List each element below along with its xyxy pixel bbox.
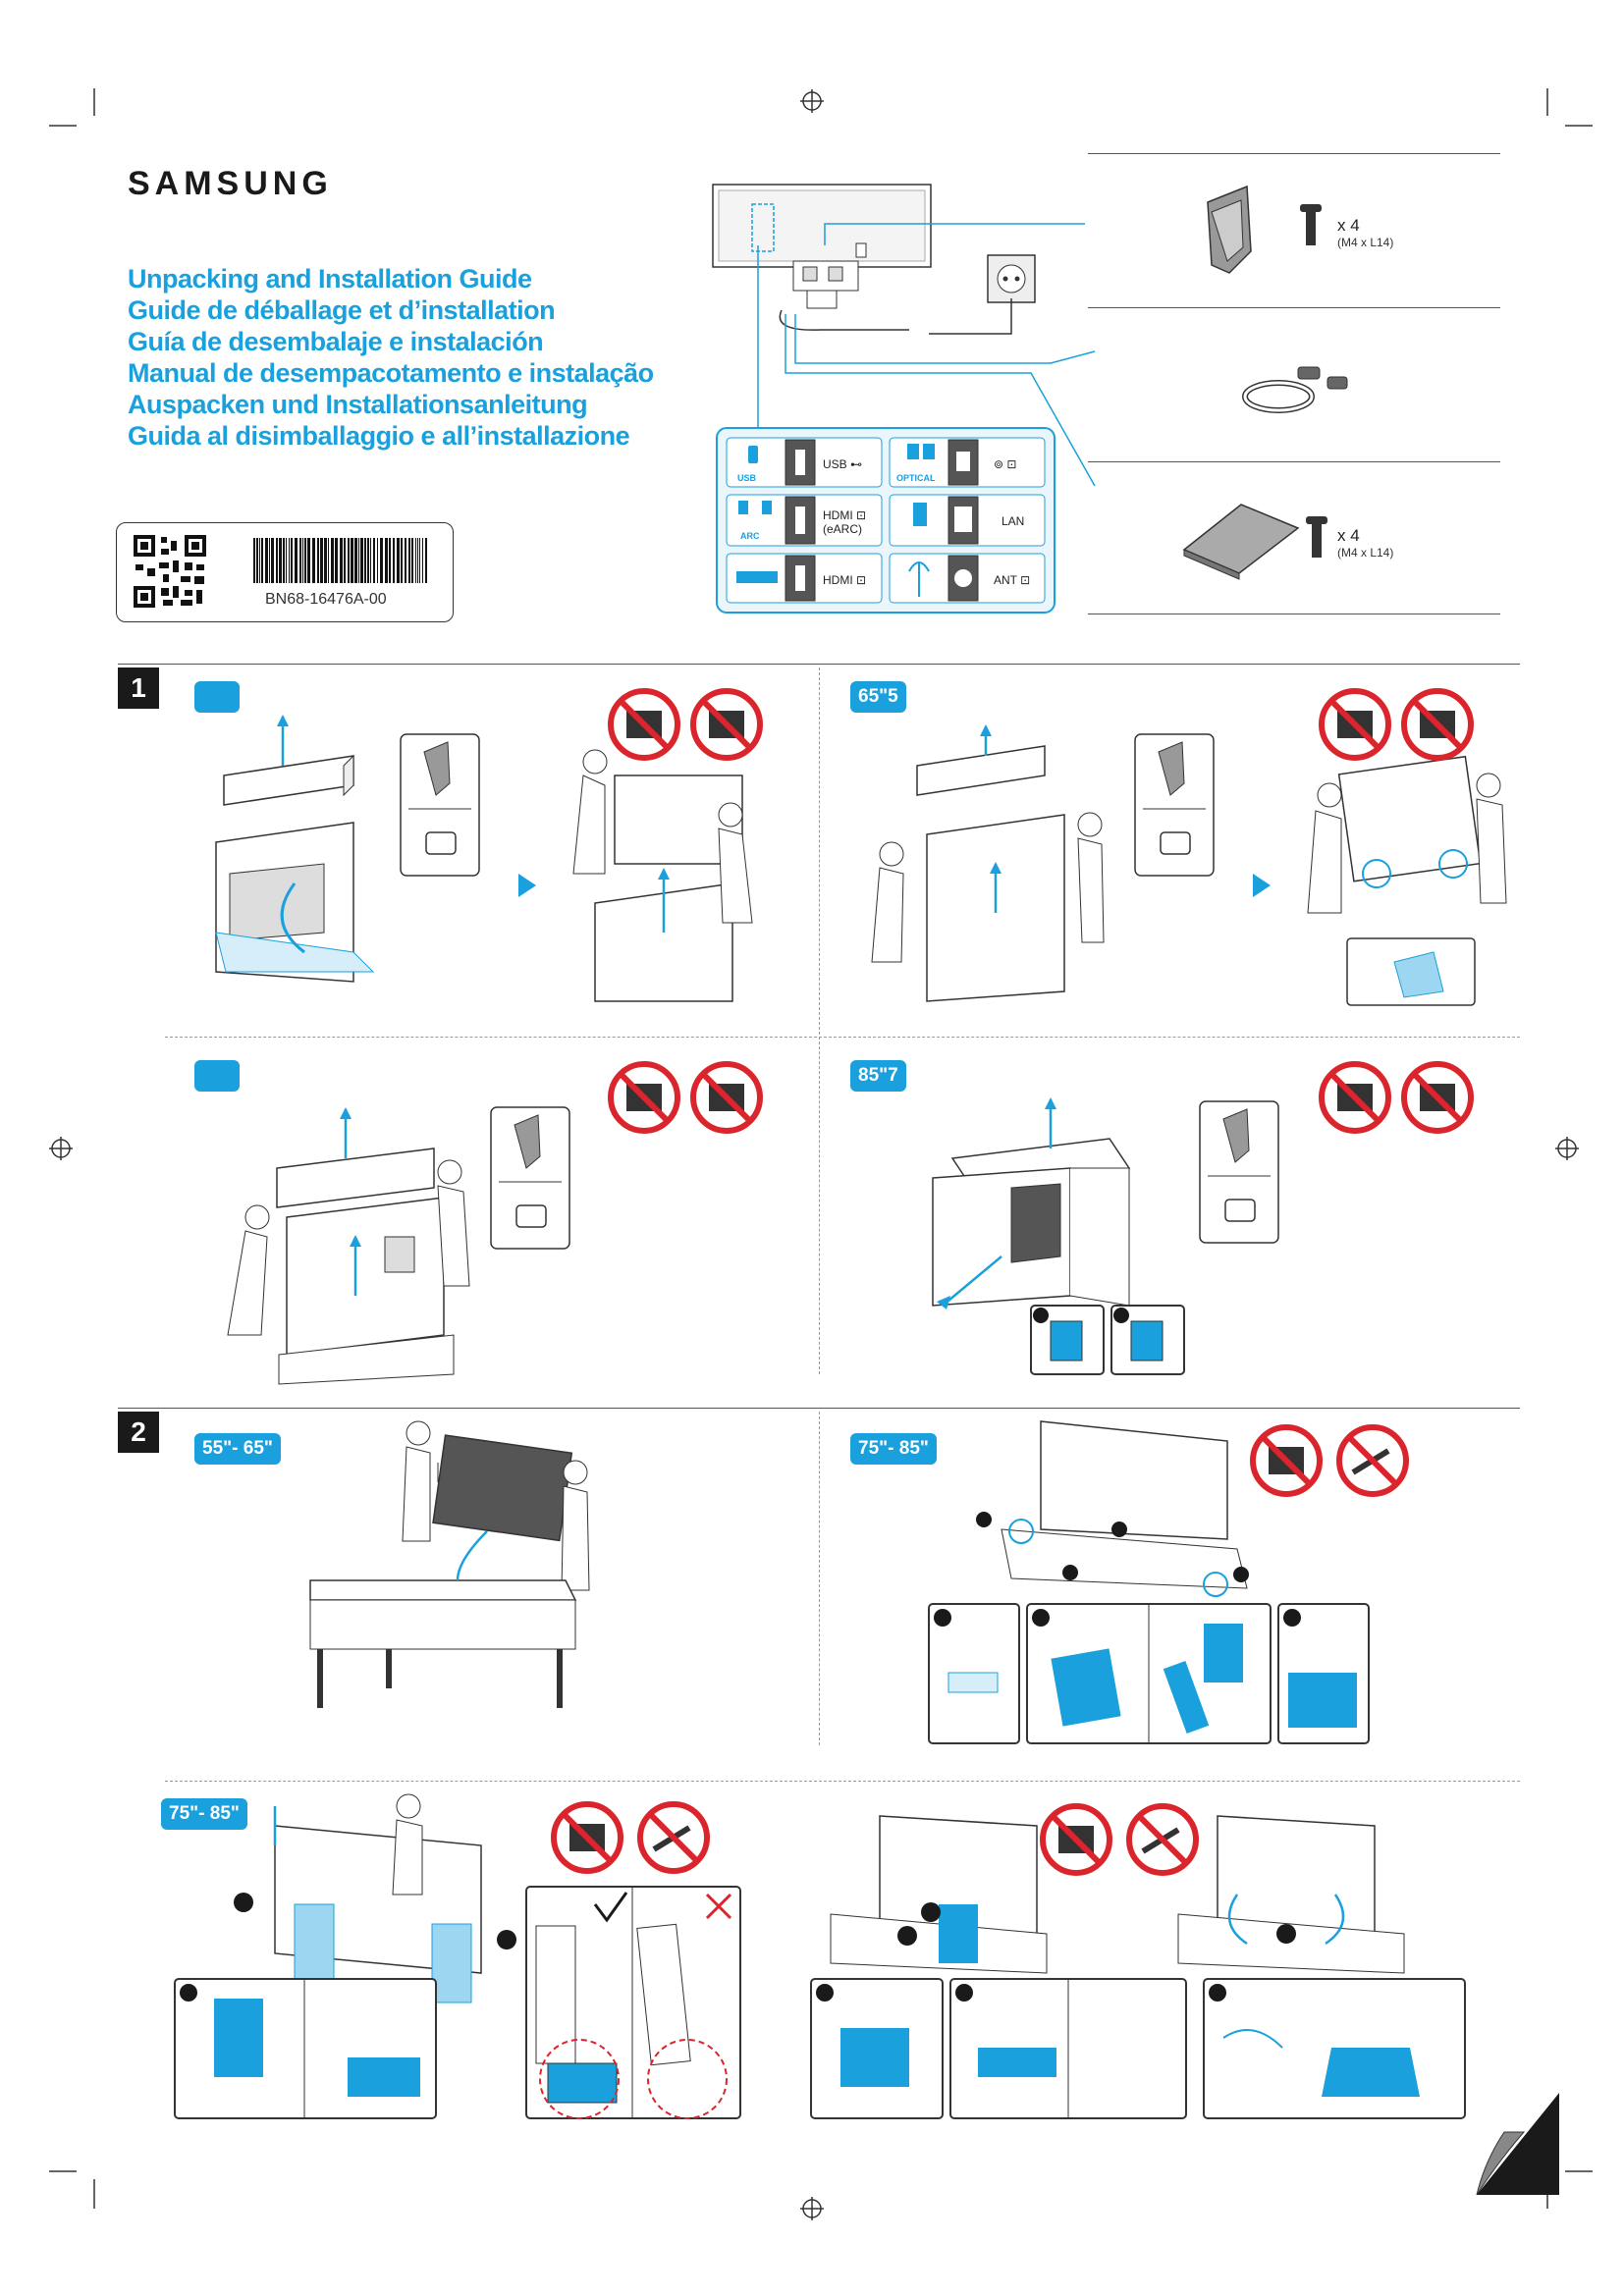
step2-detail-panels-b xyxy=(174,1978,437,2119)
step1-badge-d: 85"7 xyxy=(850,1060,906,1092)
step2-badge-75-85-b: 75"- 85" xyxy=(161,1798,247,1830)
step1-arrow-b xyxy=(1253,874,1271,897)
guide-titles: Unpacking and Installation Guide Guide d… xyxy=(128,263,654,452)
port-optical-label: ⊚ ⊡ xyxy=(994,457,1017,471)
port-panel xyxy=(716,427,1056,614)
step2-mid-dashed xyxy=(165,1781,1520,1782)
title-es: Guía de desembalaje e instalación xyxy=(128,327,544,356)
step2-correct-incorrect-panel xyxy=(525,1886,741,2119)
power-cable-icon xyxy=(1242,366,1348,413)
accessory-divider-1 xyxy=(1088,307,1500,308)
accessory-divider-2 xyxy=(1088,461,1500,462)
port-hdmi-label: HDMI ⊡ xyxy=(823,573,867,587)
no-lay-flat-warning-icon-f xyxy=(551,1801,710,1874)
step2-detail-panels-a xyxy=(928,1603,1370,1744)
step1-badge-a xyxy=(194,681,240,713)
step1-badge-c xyxy=(194,1060,240,1092)
stand-base-spec: (M4 x L14) xyxy=(1337,546,1394,560)
qr-code-icon xyxy=(134,535,206,608)
stand-leg-qty: x 4 xyxy=(1337,216,1360,235)
step2-detail-panels-c xyxy=(810,1978,1466,2119)
page-turn-icon xyxy=(1476,2093,1559,2196)
step1-clip-detail-panels xyxy=(1030,1305,1185,1375)
barcode-icon xyxy=(253,538,427,583)
title-de: Auspacken und Installationsanleitung xyxy=(128,390,588,419)
accessory-divider-top xyxy=(1088,153,1500,154)
code-box xyxy=(116,522,454,622)
step1-number: 1 xyxy=(118,667,159,709)
no-lay-flat-warning-icon-c xyxy=(608,1061,763,1134)
step2-badge-75-85-a: 75"- 85" xyxy=(850,1433,937,1465)
port-lan-label: LAN xyxy=(1001,514,1025,528)
step2-badge-55-65: 55"- 65" xyxy=(194,1433,281,1465)
port-usb-label: USB ⊷ xyxy=(823,457,863,471)
check-icon xyxy=(593,1892,628,1923)
stand-base-qty: x 4 xyxy=(1337,526,1360,545)
step1-box-85-illustration xyxy=(932,1097,1131,1309)
step1-top-rule xyxy=(118,664,1520,665)
no-lay-flat-warning-icon-d xyxy=(1319,1061,1474,1134)
step2-stand-removal-illustration xyxy=(830,1815,1048,1974)
part-number: BN68-16476A-00 xyxy=(265,591,387,608)
step1-box-65-illustration xyxy=(871,724,1105,1002)
step2-vertical-divider xyxy=(819,1412,820,1745)
step1-lifting-tv-illustration xyxy=(572,749,753,1002)
step1-mid-dashed xyxy=(165,1037,1520,1038)
stand-leg-icon xyxy=(1207,185,1322,274)
cross-icon xyxy=(705,1893,732,1920)
stand-leg-spec: (M4 x L14) xyxy=(1337,236,1394,249)
step2-number: 2 xyxy=(118,1412,159,1453)
step1-box-75-illustration xyxy=(227,1107,470,1385)
step1-parts-card-a xyxy=(400,733,480,877)
port-usb-icon-label: USB xyxy=(737,473,757,483)
title-en: Unpacking and Installation Guide xyxy=(128,264,532,294)
port-hdmi-earc-label: HDMI ⊡ (eARC) xyxy=(823,508,867,536)
title-pt: Manual de desempacotamento e instalação xyxy=(128,358,654,388)
tv-rear-diagram xyxy=(712,184,932,331)
wall-outlet-icon xyxy=(929,254,1036,335)
no-lay-flat-warning-icon-e xyxy=(1250,1424,1409,1497)
step1-vertical-divider xyxy=(819,667,820,1374)
stand-base-icon xyxy=(1182,504,1327,580)
step1-parts-card-d xyxy=(1199,1100,1279,1244)
step1-box-open-illustration xyxy=(215,715,375,983)
step2-tv-on-stand-illustration xyxy=(234,1793,516,2003)
port-arc-icon-label: ARC xyxy=(740,531,760,541)
step2-tv-in-box-75-illustration xyxy=(976,1420,1249,1597)
step1-parts-card-b xyxy=(1134,733,1215,877)
no-lay-flat-warning-icon-g xyxy=(1040,1803,1199,1876)
step2-tv-standing-illustration xyxy=(1177,1815,1405,1974)
samsung-logo: SAMSUNG xyxy=(128,165,333,202)
diagram-connector-lines xyxy=(757,223,1096,487)
step1-parts-card-c xyxy=(490,1106,570,1250)
title-it: Guida al disimballaggio e all’installazi… xyxy=(128,421,630,451)
step2-table-illustration xyxy=(309,1420,590,1708)
step1-lifting-tv-65-illustration xyxy=(1307,755,1507,1006)
step1-badge-b: 65"5 xyxy=(850,681,906,713)
step2-top-rule xyxy=(118,1408,1520,1409)
port-optical-icon-label: OPTICAL xyxy=(896,473,936,483)
step1-arrow-a xyxy=(518,874,536,897)
no-lay-flat-warning-icon-b xyxy=(1319,688,1474,761)
no-lay-flat-warning-icon xyxy=(608,688,763,761)
port-ant-label: ANT ⊡ xyxy=(994,573,1031,587)
title-fr: Guide de déballage et d’installation xyxy=(128,295,556,325)
